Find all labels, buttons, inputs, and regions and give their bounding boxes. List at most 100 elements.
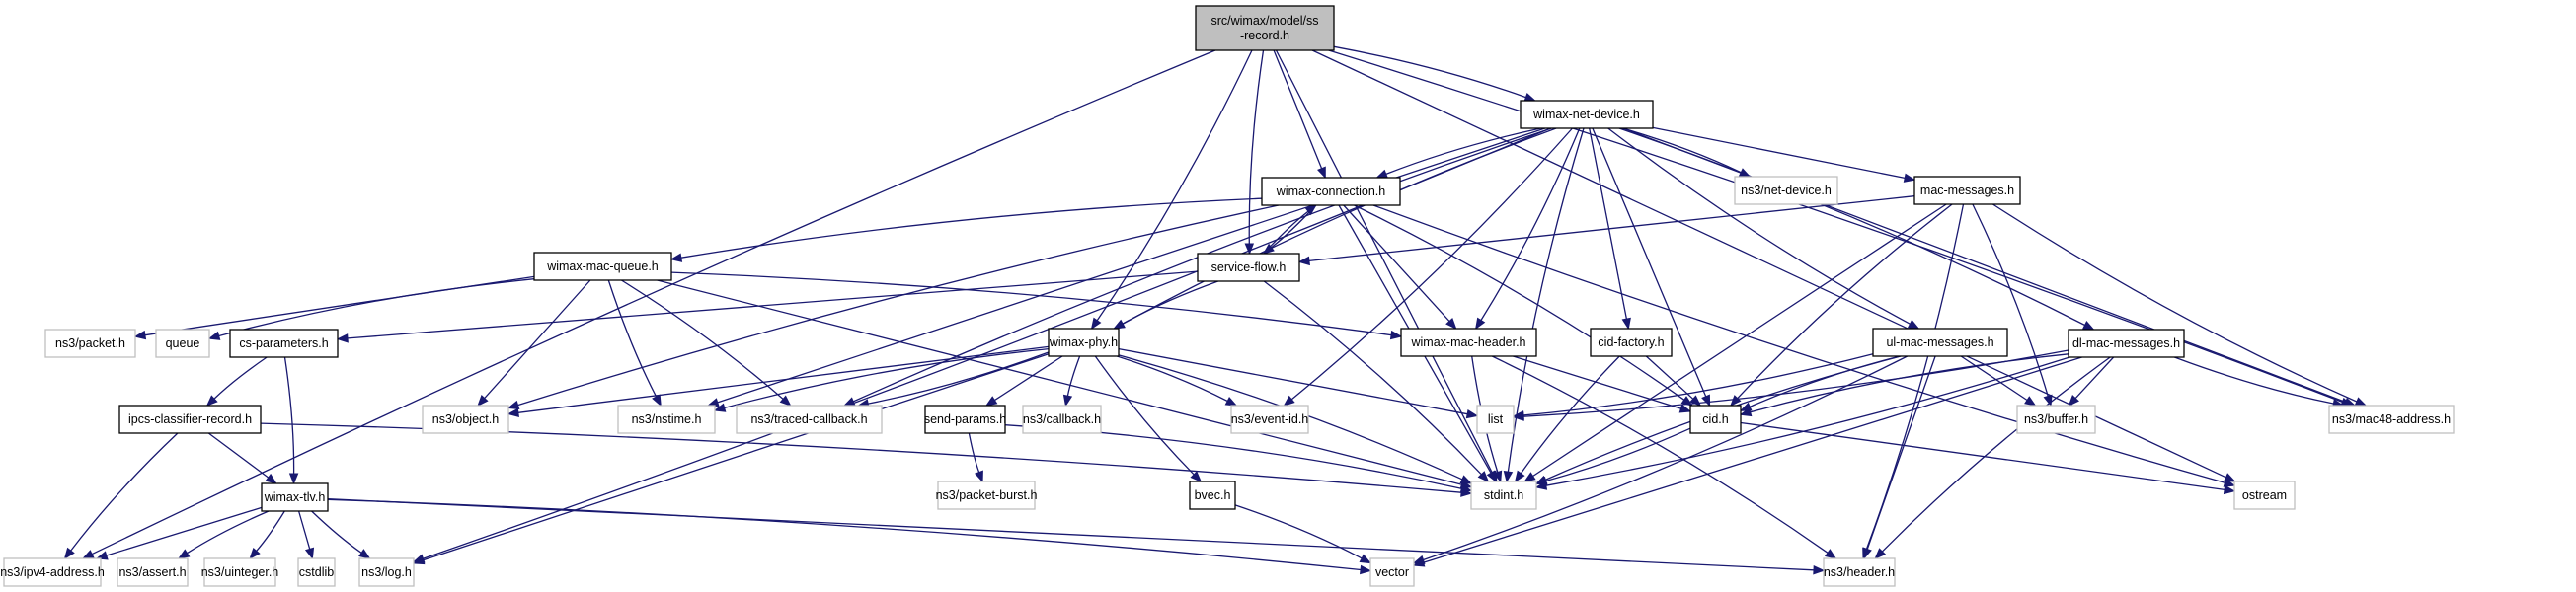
edge-ipcs-classifier-record-to-stdint <box>260 422 1473 497</box>
edge-wimax-connection-to-wimax-mac-header <box>1343 204 1457 330</box>
edge-wimax-net-device-to-ns3-nstime <box>706 127 1546 407</box>
arrowhead-icon <box>304 547 315 560</box>
edge-line <box>1263 280 1482 476</box>
node-label: ns3/mac48-address.h <box>2332 412 2451 426</box>
edge-wimax-net-device-to-wimax-phy <box>1113 127 1557 330</box>
edge-root-to-ostream <box>1311 49 2236 482</box>
edge-root-to-service-flow <box>1244 49 1265 256</box>
arrowhead-icon <box>779 395 792 407</box>
edge-ul-mac-messages-to-ns3-header <box>1862 355 1936 560</box>
arrowhead-icon <box>1678 404 1692 413</box>
edge-line <box>70 432 179 552</box>
node-label: ns3/packet-burst.h <box>936 488 1038 502</box>
node-ipcs-classifier-record[interactable]: ipcs-classifier-record.h <box>118 405 262 434</box>
node-wimax-connection[interactable]: wimax-connection.h <box>1261 177 1401 206</box>
edge-root-to-wimax-connection <box>1273 49 1326 180</box>
edge-mac-messages-to-ns3-mac48-address <box>1992 203 2368 407</box>
arrowhead-icon <box>975 470 983 483</box>
node-box <box>1823 557 1896 587</box>
edge-send-params-to-ns3-packet-burst <box>968 432 983 483</box>
node-wimax-tlv[interactable]: wimax-tlv.h <box>261 482 329 512</box>
arrowhead-icon <box>1113 319 1126 330</box>
node-label: wimax-connection.h <box>1276 185 1386 198</box>
edge-wimax-mac-queue-to-ns3-object <box>477 279 591 407</box>
node-label: queue <box>166 336 200 350</box>
edge-root-to-ns3-ipv4-address <box>81 49 1216 559</box>
node-ns3-event-id: ns3/event-id.h <box>1230 405 1309 434</box>
node-box <box>1689 405 1742 434</box>
edge-line <box>1992 203 2358 403</box>
edge-line <box>1328 49 2343 404</box>
arrowhead-icon <box>2082 321 2095 331</box>
arrowhead-icon <box>1493 470 1503 483</box>
arrowhead-icon <box>207 331 221 340</box>
arrowhead-icon <box>1903 173 1916 183</box>
node-cs-parameters[interactable]: cs-parameters.h <box>229 329 339 358</box>
edge-line <box>1290 127 1573 401</box>
node-service-flow[interactable]: service-flow.h <box>1197 253 1300 282</box>
node-send-params[interactable]: send-params.h <box>924 405 1006 434</box>
node-wimax-mac-header[interactable]: wimax-mac-header.h <box>1400 328 1537 357</box>
node-cid-factory[interactable]: cid-factory.h <box>1590 328 1673 357</box>
arrowhead-icon <box>95 551 109 560</box>
node-label: stdint.h <box>1484 488 1523 502</box>
node-label: cid.h <box>1702 412 1728 426</box>
node-ul-mac-messages[interactable]: ul-mac-messages.h <box>1872 328 2008 357</box>
edge-wimax-net-device-to-cid-factory <box>1589 127 1631 331</box>
edge-line <box>1492 355 1829 554</box>
node-box <box>117 557 189 587</box>
arrowhead-icon <box>669 253 683 262</box>
arrowhead-icon <box>1459 483 1473 493</box>
node-ns3-object: ns3/object.h <box>422 405 509 434</box>
edge-line <box>1652 126 1906 180</box>
arrowhead-icon <box>1824 549 1837 559</box>
node-label: service-flow.h <box>1211 260 1287 274</box>
edge-line <box>1423 355 1908 561</box>
node-label: list <box>1488 412 1504 426</box>
node-ns3-traced-callback: ns3/traced-callback.h <box>736 405 883 434</box>
node-label: ns3/nstime.h <box>632 412 702 426</box>
node-label: cstdlib <box>299 565 334 579</box>
edge-line <box>187 510 270 555</box>
node-wimax-net-device[interactable]: wimax-net-device.h <box>1520 100 1654 129</box>
node-ns3-header: ns3/header.h <box>1823 557 1896 587</box>
node-box <box>1872 328 2008 357</box>
arrowhead-icon <box>1360 564 1372 575</box>
node-label: ns3/header.h <box>1824 565 1895 579</box>
edge-wimax-net-device-to-cid <box>1592 127 1711 407</box>
arrowhead-icon <box>1304 204 1317 216</box>
node-root[interactable]: src/wimax/model/ss-record.h <box>1195 5 1335 51</box>
node-cid[interactable]: cid.h <box>1689 405 1742 434</box>
arrowhead-icon <box>1359 554 1372 564</box>
arrowhead-icon <box>2223 478 2236 487</box>
node-box <box>3 557 102 587</box>
arrowhead-icon <box>2068 395 2079 407</box>
node-label: ns3/log.h <box>361 565 412 579</box>
node-box <box>297 557 336 587</box>
node-mac-messages[interactable]: mac-messages.h <box>1913 176 2021 205</box>
edge-cs-parameters-to-ipcs-classifier-record <box>205 356 268 407</box>
edge-line <box>256 510 285 552</box>
node-wimax-phy[interactable]: wimax-phy.h <box>1048 328 1120 357</box>
node-label: wimax-tlv.h <box>264 490 326 504</box>
arrowhead-icon <box>713 403 727 412</box>
edge-line <box>621 279 784 400</box>
edge-line <box>283 356 295 475</box>
node-bvec[interactable]: bvec.h <box>1189 481 1236 510</box>
arrowhead-icon <box>1317 166 1326 180</box>
node-dl-mac-messages[interactable]: dl-mac-messages.h <box>2068 329 2185 358</box>
edge-wimax-net-device-to-wimax-connection <box>1375 127 1541 179</box>
edge-line <box>311 510 362 554</box>
edge-line <box>1607 127 1911 325</box>
node-box <box>155 329 210 358</box>
node-box <box>261 482 329 512</box>
arrowhead-icon <box>1474 317 1486 331</box>
node-box <box>1369 557 1415 587</box>
node-ns3-buffer: ns3/buffer.h <box>2016 405 2096 434</box>
edge-line <box>423 353 1050 561</box>
node-wimax-mac-queue[interactable]: wimax-mac-queue.h <box>533 252 672 281</box>
edge-wimax-mac-queue-to-ns3-nstime <box>607 279 662 407</box>
node-ns3-mac48-address: ns3/mac48-address.h <box>2328 405 2455 434</box>
edge-line <box>1513 355 1681 409</box>
node-box <box>203 557 276 587</box>
